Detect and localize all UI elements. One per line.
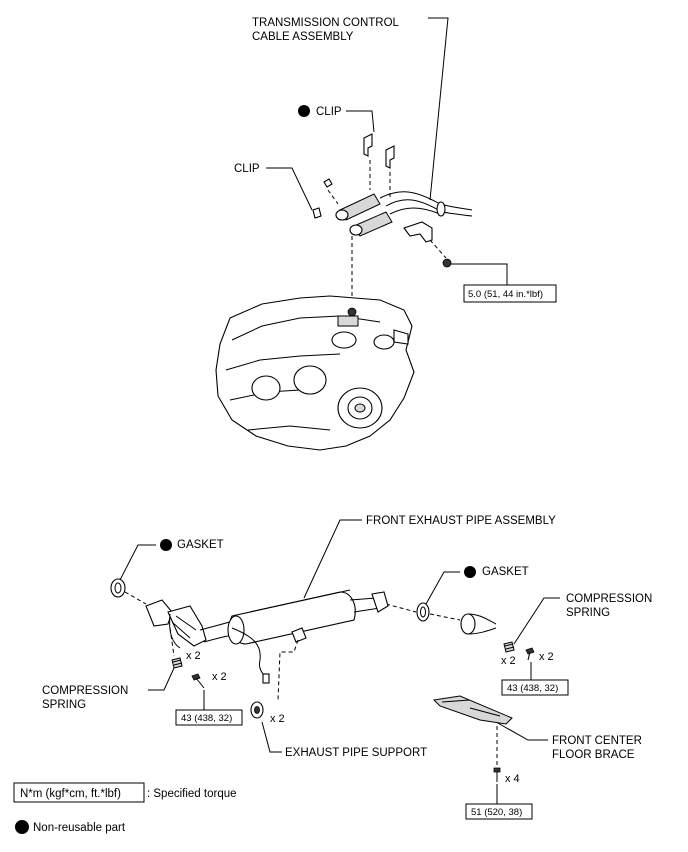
cable-torque-value: 5.0 (51, 44 in.*lbf) bbox=[468, 289, 543, 300]
left-spring-quantity: x 2 bbox=[186, 650, 201, 662]
brace-torque-box bbox=[465, 803, 533, 820]
floor-brace-leader bbox=[495, 721, 548, 741]
legend: N*m (kgf*cm, ft.*lbf) : Specified torque… bbox=[13, 782, 237, 834]
exhaust-pipe-support-label: EXHAUST PIPE SUPPORT bbox=[285, 747, 427, 759]
legend-non-reusable-text: Non-reusable part bbox=[33, 822, 126, 834]
legend-torque-units: N*m (kgf*cm, ft.*lbf) bbox=[20, 788, 121, 800]
brace-bolt-quantity: x 4 bbox=[505, 773, 520, 785]
cable-bracket bbox=[403, 221, 433, 243]
gasket-right-leader bbox=[425, 571, 460, 605]
compression-spring-right-label-line2: SPRING bbox=[566, 607, 610, 619]
exhaust-pipe-support bbox=[250, 701, 264, 719]
non-reusable-mark-gasket-left bbox=[160, 539, 172, 551]
cable-bracket-bolt bbox=[442, 258, 452, 268]
compression-spring-left-label-line2: SPRING bbox=[42, 699, 86, 711]
front-exhaust-pipe-assembly bbox=[145, 589, 389, 684]
compression-spring-left-leader bbox=[148, 667, 175, 691]
legend-torque-text: : Specified torque bbox=[147, 788, 237, 800]
compression-spring-left-label-line1: COMPRESSION bbox=[42, 685, 128, 697]
transmission-cable-section: TRANSMISSION CONTROL CABLE ASSEMBLY CLIP… bbox=[234, 17, 557, 303]
non-reusable-mark-clip bbox=[298, 105, 310, 117]
transaxle-illustration bbox=[215, 295, 415, 451]
right-torque-value: 43 (438, 32) bbox=[507, 683, 558, 694]
exhaust-bolt-right bbox=[525, 647, 535, 661]
clip-left-label: CLIP bbox=[234, 163, 260, 175]
compression-spring-right bbox=[503, 641, 515, 653]
right-bolt-quantity: x 2 bbox=[539, 651, 554, 663]
floor-brace-bolt bbox=[493, 767, 501, 782]
brace-torque-value: 51 (520, 38) bbox=[471, 807, 522, 818]
non-reusable-mark-gasket-right bbox=[464, 566, 476, 578]
clip-upper-pair bbox=[363, 133, 395, 169]
legend-non-reusable-mark bbox=[15, 820, 29, 834]
legend-torque-box bbox=[13, 782, 145, 803]
transmission-cable-leader bbox=[428, 17, 449, 201]
gasket-left-leader bbox=[119, 544, 156, 581]
compression-spring-left bbox=[171, 657, 183, 669]
cable-torque-box bbox=[463, 284, 557, 303]
exhaust-pipe-support-leader bbox=[261, 721, 282, 753]
right-spring-quantity: x 2 bbox=[501, 655, 516, 667]
clip-lower-pair bbox=[312, 178, 333, 219]
floor-brace-label-line2: FLOOR BRACE bbox=[552, 749, 635, 761]
exhaust-section: FRONT EXHAUST PIPE ASSEMBLY GASKET GASKE… bbox=[42, 515, 652, 820]
left-torque-box bbox=[175, 709, 243, 726]
right-torque-box bbox=[501, 679, 569, 696]
exhaust-bolt-left bbox=[191, 673, 205, 689]
left-torque-value: 43 (438, 32) bbox=[181, 713, 232, 724]
gasket-right-label: GASKET bbox=[482, 566, 529, 578]
left-bolt-quantity: x 2 bbox=[212, 671, 227, 683]
gasket-left bbox=[110, 578, 126, 598]
gasket-left-label: GASKET bbox=[177, 539, 224, 551]
floor-brace-label-line1: FRONT CENTER bbox=[552, 735, 642, 747]
transmission-cable-label-line1: TRANSMISSION CONTROL bbox=[252, 17, 400, 29]
support-quantity: x 2 bbox=[270, 713, 285, 725]
front-exhaust-pipe-label: FRONT EXHAUST PIPE ASSEMBLY bbox=[366, 515, 556, 527]
gasket-right bbox=[416, 602, 430, 622]
clip-top-label: CLIP bbox=[316, 106, 342, 118]
compression-spring-right-leader bbox=[513, 597, 560, 645]
front-exhaust-pipe-leader bbox=[303, 519, 362, 599]
clip-left-leader bbox=[266, 167, 313, 211]
cable-torque-leader bbox=[450, 263, 508, 285]
clip-top-leader bbox=[346, 110, 375, 133]
compression-spring-right-label-line1: COMPRESSION bbox=[566, 593, 652, 605]
transmission-cable-label-line2: CABLE ASSEMBLY bbox=[252, 31, 354, 43]
center-exhaust-pipe-end bbox=[460, 613, 497, 635]
cable-end-assembly bbox=[335, 191, 473, 237]
front-center-floor-brace bbox=[432, 695, 513, 725]
